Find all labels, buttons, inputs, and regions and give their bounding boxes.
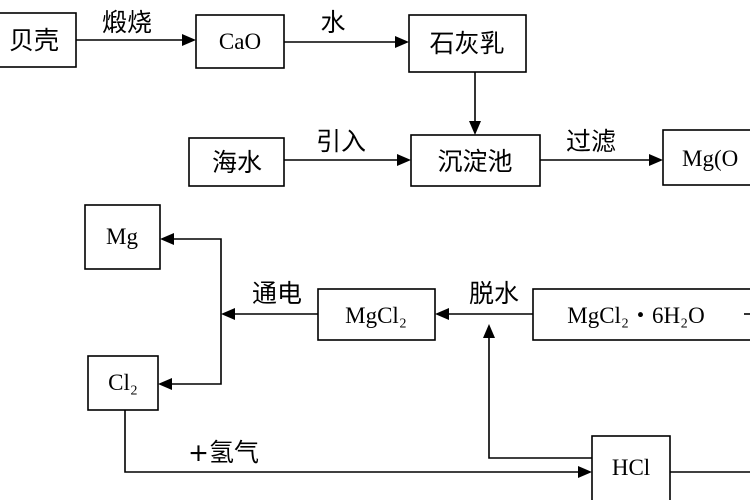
electrolysis-label: 通电 bbox=[252, 279, 302, 308]
shell-to-cao-arrowhead bbox=[182, 34, 196, 46]
seawater-label: 海水 bbox=[212, 148, 262, 177]
seawater-box bbox=[188, 137, 285, 187]
cao-box bbox=[195, 14, 285, 69]
split-to-cl2-arrowhead bbox=[158, 378, 172, 390]
hcl-label: HCl bbox=[612, 455, 650, 480]
sediment-tank-box bbox=[410, 134, 541, 187]
dehydrate-label: 脱水 bbox=[469, 279, 519, 308]
split-to-mg-arrowhead bbox=[160, 233, 174, 245]
cl2-label: Cl₂ bbox=[108, 370, 138, 395]
split-bracket-line bbox=[172, 238, 222, 385]
cao-label: CaO bbox=[219, 29, 261, 54]
lime-milk-box bbox=[408, 14, 527, 73]
water-label: 水 bbox=[320, 8, 345, 37]
cl2-to-hcl-line bbox=[124, 410, 580, 473]
tank-to-mgoh2-arrowhead bbox=[649, 154, 663, 166]
plus-hydrogen-label: +氢气 bbox=[188, 438, 259, 467]
cl2-box bbox=[87, 355, 159, 411]
lime-milk-label: 石灰乳 bbox=[429, 29, 504, 58]
mgcl2-hydrate-label: MgCl₂・6H₂O bbox=[567, 303, 704, 328]
mg-box bbox=[84, 204, 161, 270]
mgcl2-to-split-arrowhead bbox=[221, 308, 235, 320]
filter-label: 过滤 bbox=[566, 127, 616, 156]
mg-label: Mg bbox=[106, 224, 138, 249]
sediment-tank-label: 沉淀池 bbox=[437, 147, 512, 176]
cao-to-lime-arrowhead bbox=[395, 36, 409, 48]
hcl-to-dehydrate-line bbox=[488, 336, 592, 459]
introduce-label: 引入 bbox=[316, 127, 366, 156]
hcl-to-dehydrate-arrowhead bbox=[483, 324, 495, 338]
mgcl2-label: MgCl₂ bbox=[345, 303, 407, 328]
hydrate-to-mgcl2-arrowhead bbox=[435, 308, 449, 320]
mgcl2-hydrate-box bbox=[532, 288, 750, 341]
mgcl2-box bbox=[317, 288, 436, 341]
seawater-to-tank-arrowhead bbox=[397, 154, 411, 166]
calcine-label: 煅烧 bbox=[102, 8, 152, 37]
lime-to-tank-arrowhead bbox=[469, 121, 481, 135]
cl2-to-hcl-arrowhead bbox=[578, 466, 592, 478]
mg-oh2-box bbox=[662, 129, 750, 186]
mg-oh2-label: Mg(O bbox=[682, 146, 738, 171]
shell-label: 贝壳 bbox=[9, 26, 59, 55]
